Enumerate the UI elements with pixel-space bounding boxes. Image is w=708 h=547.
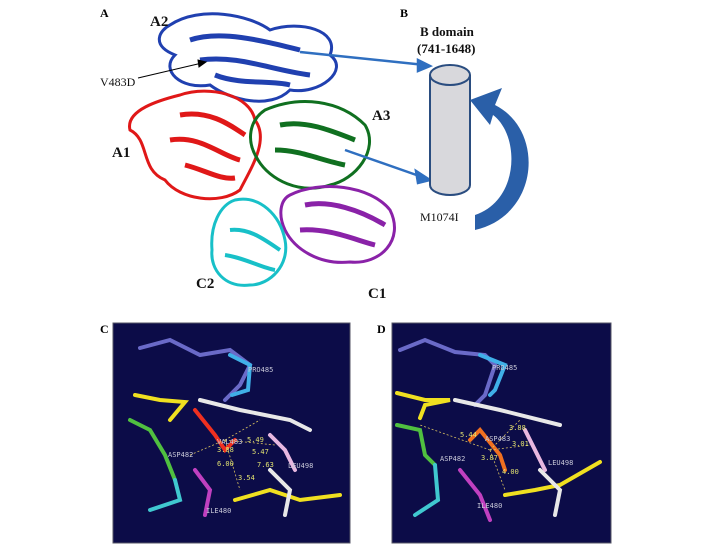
mutation-label-m1074i: M1074I [420,210,459,224]
a3-domain-ribbon [249,100,372,190]
b-domain-range: (741-1648) [417,41,476,56]
distance-label-d: 3.88 [509,424,526,432]
distance-label-c: 5.49 [247,436,264,444]
domain-label-a3: A3 [372,108,391,124]
distance-label-c: 3.54 [238,474,255,482]
distance-label-d: 3.01 [512,440,529,448]
panel-a-label: A [100,6,109,20]
residue-label-d: PRO485 [492,364,517,372]
residue-label-d: ILE480 [477,502,502,510]
domain-label-c1: C1 [368,286,387,302]
b-domain-arrows [299,50,434,185]
mutation-label-v483d: V483D [100,75,136,89]
residue-label-c: LEU498 [288,462,313,470]
c2-domain-ribbon [210,197,288,287]
distance-label-c: 6.00 [217,460,234,468]
b-domain-title: B domain [420,24,474,39]
residue-label-d: ASP483 [485,435,510,443]
panel-d-docking-view: ASP483 ASP482 LEU498 ILE480 PRO485 3.88 … [391,322,612,544]
panel-c-label: C [100,322,109,336]
distance-label-c: 7.63 [257,461,274,469]
domain-label-a2: A2 [150,14,169,30]
b-domain-cylinder [429,64,471,196]
panel-b-label: B [400,6,409,20]
distance-label-c: 3.88 [217,446,234,454]
residue-label-c: VAL483 [217,438,242,446]
domain-label-a1: A1 [112,145,131,161]
distance-label-d: 5.44 [460,431,477,439]
residue-label-c: ASP482 [168,451,193,459]
v483d-pointer-arrow [137,59,208,79]
residue-label-d: ASP482 [440,455,465,463]
residue-label-c: PRO485 [248,366,273,374]
panel-d-label: D [377,322,386,336]
c1-domain-ribbon [279,185,396,264]
distance-label-d: 3.87 [481,454,498,462]
domain-label-c2: C2 [196,276,215,292]
panel-c-docking-view: VAL483 ASP482 LEU498 ILE480 PRO485 5.49 … [112,322,351,544]
residue-label-d: LEU498 [548,459,573,467]
a1-domain-ribbon [128,89,262,201]
residue-label-c: ILE480 [206,507,231,515]
distance-label-d: 4.00 [502,468,519,476]
m1074i-curved-arrow [470,88,529,230]
distance-label-c: 5.47 [252,448,269,456]
a2-domain-ribbon [157,12,338,103]
